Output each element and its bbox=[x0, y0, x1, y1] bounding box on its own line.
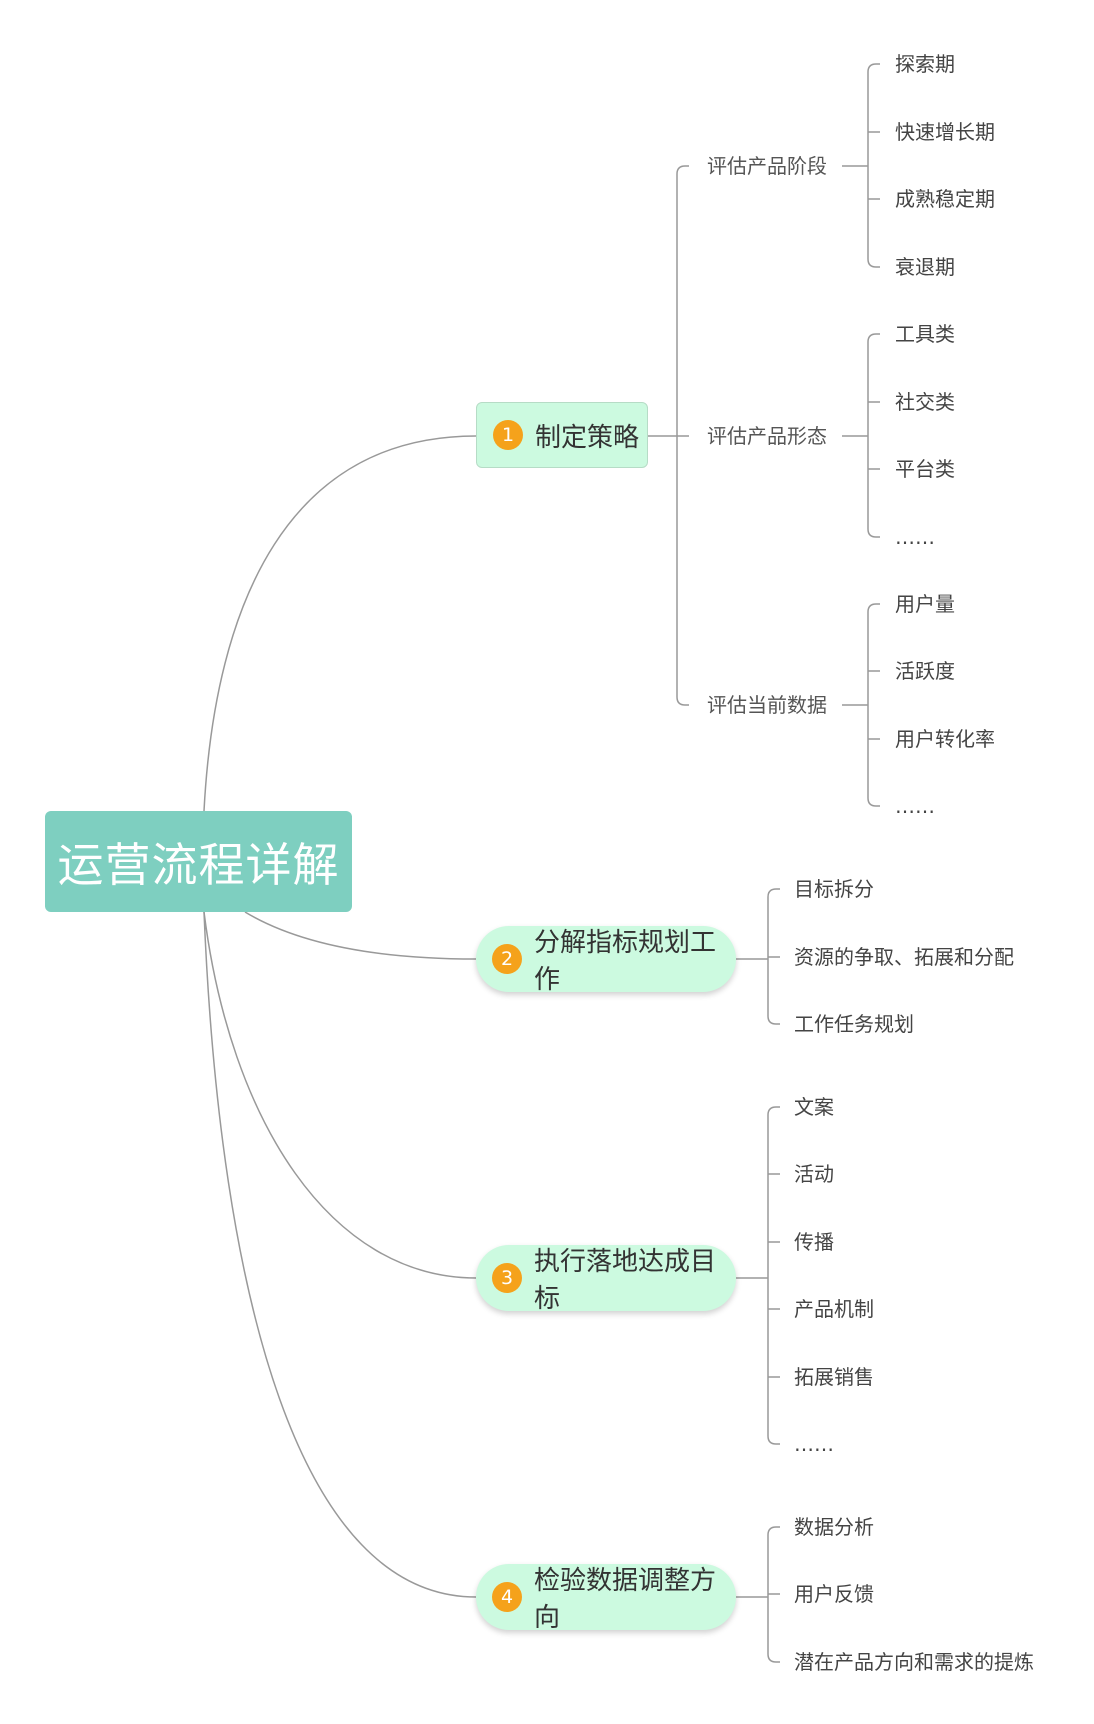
leaf-item[interactable]: …… bbox=[895, 794, 935, 818]
leaf-item[interactable]: 传播 bbox=[794, 1230, 834, 1254]
branch-1-label: 制定策略 bbox=[535, 422, 640, 453]
bracket-data-spine bbox=[867, 603, 880, 807]
leaf-item[interactable]: 用户转化率 bbox=[895, 727, 995, 751]
branch-4-label: 检验数据调整方向 bbox=[534, 1566, 717, 1633]
leaf-item[interactable]: …… bbox=[794, 1432, 834, 1456]
subtopic-data[interactable]: 评估当前数据 bbox=[707, 693, 827, 717]
root-topic[interactable]: 运营流程详解 bbox=[45, 811, 352, 912]
bracket-branch-3-spine bbox=[767, 1106, 780, 1445]
leaf-item[interactable]: 用户量 bbox=[895, 592, 955, 616]
leaf-item[interactable]: 拓展销售 bbox=[794, 1365, 874, 1389]
leaf-item[interactable]: 数据分析 bbox=[794, 1515, 874, 1539]
leaf-item[interactable]: 社交类 bbox=[895, 390, 955, 414]
curve-root-branch-1 bbox=[203, 435, 477, 812]
leaf-item[interactable]: 产品机制 bbox=[794, 1297, 874, 1321]
leaf-item[interactable]: 探索期 bbox=[895, 52, 955, 76]
leaf-item[interactable]: 工具类 bbox=[895, 322, 955, 346]
curve-root-branch-4 bbox=[203, 911, 477, 1598]
leaf-item[interactable]: 衰退期 bbox=[895, 255, 955, 279]
leaf-item[interactable]: …… bbox=[895, 525, 935, 549]
branch-2-topic[interactable]: 2 分解指标规划工作 bbox=[476, 926, 736, 995]
subtopic-form[interactable]: 评估产品形态 bbox=[707, 424, 827, 448]
bracket-form-spine bbox=[867, 333, 880, 538]
leaf-item[interactable]: 目标拆分 bbox=[794, 877, 874, 901]
curve-root-branch-2 bbox=[244, 911, 477, 960]
number-badge-4: 4 bbox=[492, 1582, 522, 1612]
bracket-stage-spine bbox=[867, 63, 880, 268]
leaf-item[interactable]: 文案 bbox=[794, 1095, 834, 1119]
leaf-item[interactable]: 活动 bbox=[794, 1162, 834, 1186]
leaf-item[interactable]: 活跃度 bbox=[895, 659, 955, 683]
leaf-item[interactable]: 平台类 bbox=[895, 457, 955, 481]
leaf-item[interactable]: 资源的争取、拓展和分配 bbox=[794, 945, 1014, 969]
leaf-item[interactable]: 成熟稳定期 bbox=[895, 187, 995, 211]
leaf-item[interactable]: 工作任务规划 bbox=[794, 1012, 914, 1036]
branch-2-label: 分解指标规划工作 bbox=[534, 928, 717, 995]
number-badge-3: 3 bbox=[492, 1263, 522, 1293]
number-badge-2: 2 bbox=[492, 944, 522, 974]
number-badge-1: 1 bbox=[493, 420, 523, 450]
branch-3-label: 执行落地达成目标 bbox=[534, 1247, 717, 1314]
branch-1-topic[interactable]: 1 制定策略 bbox=[476, 402, 648, 468]
subtopic-stage[interactable]: 评估产品阶段 bbox=[707, 154, 827, 178]
leaf-item[interactable]: 潜在产品方向和需求的提炼 bbox=[794, 1650, 1034, 1674]
branch-3-topic[interactable]: 3 执行落地达成目标 bbox=[476, 1245, 736, 1314]
leaf-item[interactable]: 快速增长期 bbox=[895, 120, 995, 144]
curve-root-branch-3 bbox=[203, 911, 477, 1279]
branch-4-topic[interactable]: 4 检验数据调整方向 bbox=[476, 1564, 736, 1633]
leaf-item[interactable]: 用户反馈 bbox=[794, 1582, 874, 1606]
